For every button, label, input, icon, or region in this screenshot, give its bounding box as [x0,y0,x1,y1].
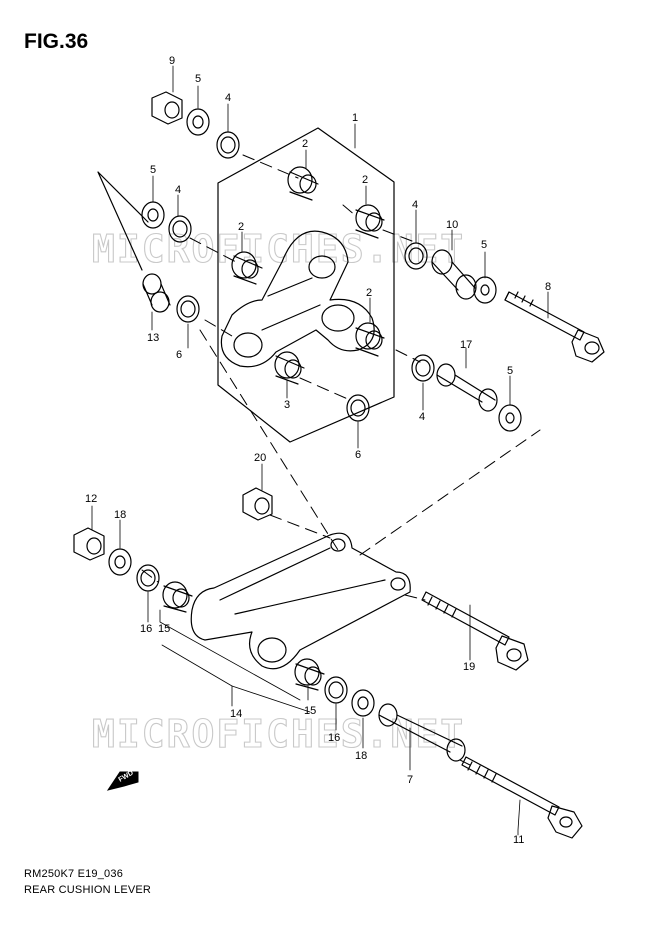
part-18-washer-left [108,548,132,576]
model-code: RM250K7 E19_036 [24,868,124,880]
part-9-nut [151,91,183,125]
part-4-seal-left [168,215,192,243]
callout-4: 4 [412,199,418,211]
callout-6: 6 [355,449,361,461]
part-12-nut [73,527,105,561]
part-3-bearing [274,351,305,385]
callout-20: 20 [254,452,266,464]
callout-14: 14 [230,708,242,720]
callout-11: 11 [513,834,524,846]
callout-19: 19 [463,661,475,673]
callout-18: 18 [114,509,126,521]
part-15-bearing-right [294,658,325,691]
callout-4: 4 [175,184,181,196]
fwd-arrow: FWD [106,770,139,791]
part-2-needle-bearing-d [355,322,385,357]
callout-10: 10 [446,219,458,231]
watermarks: MICROFICHES.NET MICROFICHES.NET [91,226,465,756]
callout-2: 2 [366,287,372,299]
callout-18: 18 [355,750,367,762]
part-2-needle-bearing-c [231,251,263,285]
part-8-bolt [504,291,605,363]
callout-15: 15 [158,623,170,635]
callouts: 9 5 4 1 2 2 5 4 4 10 2 5 8 2 13 17 6 5 3… [85,55,551,846]
callout-5: 5 [195,73,201,85]
callout-15: 15 [304,705,316,717]
part-5-washer-right-lower [498,404,522,432]
part-16-seal-left [136,564,160,592]
part-5-washer-top [186,108,210,136]
callout-17: 17 [460,339,472,351]
part-17-spacer [436,363,498,412]
watermark-top: MICROFICHES.NET [92,227,465,271]
watermark-bottom: MICROFICHES.NET [92,712,465,756]
callout-12: 12 [85,493,97,505]
part-4-seal-right-lower [411,354,435,382]
leader-group-5-13 [97,171,149,271]
part-6-seal-lower [346,394,370,422]
diagram-name: REAR CUSHION LEVER [24,884,152,896]
callout-2: 2 [362,174,368,186]
callout-3: 3 [284,399,290,411]
part-15-bearing-left [162,581,193,613]
fwd-arrow-icon [106,771,139,791]
part-16-seal-right [324,676,348,704]
callout-2: 2 [238,221,244,233]
part-13-spacer [142,273,171,313]
part-10-spacer [431,249,477,300]
callout-5: 5 [481,239,487,251]
callout-1: 1 [352,112,358,124]
part-1-cushion-lever [220,230,375,368]
assembly-outline-lever-1 [217,127,395,443]
part-5-washer-right-upper [473,276,497,304]
figure-title: FIG.36 [24,30,89,53]
part-2-needle-bearing-a [287,166,319,201]
callout-6: 6 [176,349,182,361]
callout-8: 8 [545,281,551,293]
callout-9: 9 [169,55,175,67]
callout-16: 16 [140,623,152,635]
part-14-cushion-rod [190,532,411,670]
callout-7: 7 [407,774,413,786]
callout-5: 5 [507,365,513,377]
callout-2: 2 [302,138,308,150]
callout-13: 13 [147,332,159,344]
callout-16: 16 [328,732,340,744]
part-19-bolt [421,591,529,671]
part-7-spacer [378,703,466,762]
part-4-seal-top [216,131,240,159]
callout-5: 5 [150,164,156,176]
callout-4: 4 [225,92,231,104]
part-20-nut [242,487,273,521]
leader-lines [91,65,549,836]
part-18-washer-right [351,689,375,717]
part-6-seal-left [176,295,200,323]
part-2-needle-bearing-b [355,204,385,239]
part-11-bolt [461,756,583,839]
callout-4: 4 [419,411,425,423]
part-5-washer-left [141,201,165,229]
